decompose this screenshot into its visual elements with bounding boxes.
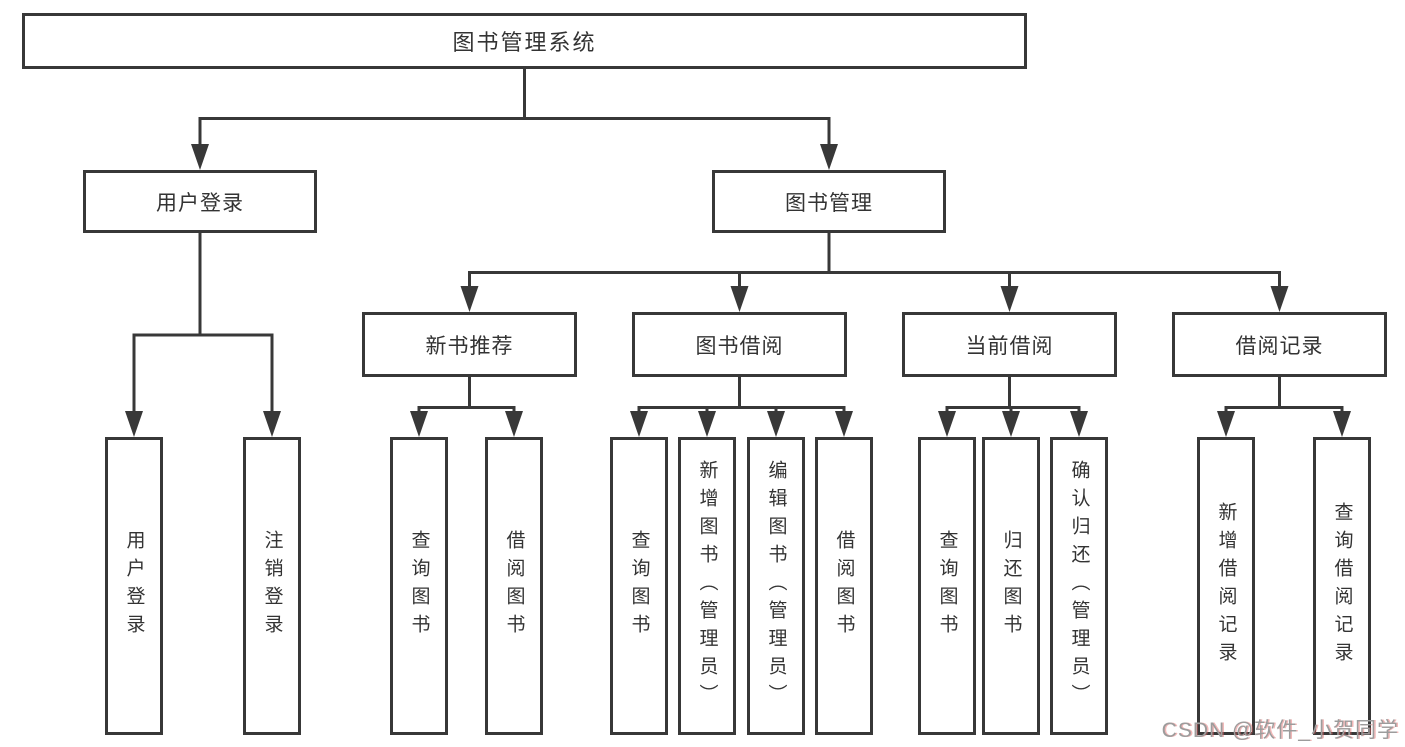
arrowhead-down-icon xyxy=(125,411,143,437)
node-borrow-records: 借阅记录 xyxy=(1172,312,1387,377)
node-leaf-add-borrow-record: 新增借阅记录 xyxy=(1197,437,1255,735)
node-label: 归还图书 xyxy=(1000,530,1022,642)
arrowhead-down-icon xyxy=(263,411,281,437)
node-current-borrow: 当前借阅 xyxy=(902,312,1117,377)
arrowhead-down-icon xyxy=(820,144,838,170)
line-bus xyxy=(198,117,831,145)
node-label: 编辑图书（管理员） xyxy=(765,460,787,712)
line-bus xyxy=(417,406,516,412)
node-label: 图书借阅 xyxy=(695,334,784,358)
node-leaf-borrow-books: 借阅图书 xyxy=(815,437,873,735)
node-label: 查询图书 xyxy=(628,530,650,642)
line-bus xyxy=(468,271,1281,287)
arrowhead-down-icon xyxy=(191,144,209,170)
node-leaf-query-books-borrow: 查询图书 xyxy=(610,437,668,735)
node-leaf-query-borrow-record: 查询借阅记录 xyxy=(1313,437,1371,735)
node-label: 借阅图书 xyxy=(503,530,525,642)
arrowhead-down-icon xyxy=(767,411,785,437)
node-label: 借阅图书 xyxy=(833,530,855,642)
arrowhead-down-icon xyxy=(835,411,853,437)
node-leaf-query-books-recommend: 查询图书 xyxy=(390,437,448,735)
node-leaf-return-books: 归还图书 xyxy=(982,437,1040,735)
node-label: 当前借阅 xyxy=(965,334,1054,358)
node-user-login: 用户登录 xyxy=(83,170,317,233)
node-label: 查询图书 xyxy=(936,530,958,642)
node-label: 新增借阅记录 xyxy=(1215,502,1237,670)
node-label: 确认归还（管理员） xyxy=(1068,460,1090,712)
connector-book-management-children xyxy=(460,233,1289,312)
node-leaf-add-books-admin: 新增图书（管理员） xyxy=(678,437,736,735)
line-bus xyxy=(637,406,846,412)
connector-user-login-children xyxy=(125,233,281,437)
arrowhead-down-icon xyxy=(410,411,428,437)
node-new-book-recommend: 新书推荐 xyxy=(362,312,577,377)
arrowhead-down-icon xyxy=(1270,286,1289,312)
node-book-management: 图书管理 xyxy=(712,170,946,233)
node-book-borrow: 图书借阅 xyxy=(632,312,847,377)
node-label: 新增图书（管理员） xyxy=(696,460,718,712)
arrowhead-down-icon xyxy=(698,411,716,437)
arrowhead-down-icon xyxy=(505,411,523,437)
node-label: 新书推荐 xyxy=(425,334,514,358)
arrowhead-down-icon xyxy=(1070,411,1088,437)
connector-root-to-level2 xyxy=(191,69,838,170)
arrowhead-down-icon xyxy=(1217,411,1235,437)
arrowhead-down-icon xyxy=(938,411,956,437)
node-root-library-system: 图书管理系统 xyxy=(22,13,1027,69)
line-bus xyxy=(945,406,1081,412)
arrowhead-down-icon xyxy=(630,411,648,437)
connector-current-borrow-children xyxy=(938,377,1088,437)
arrowhead-down-icon xyxy=(1000,286,1019,312)
node-label: 图书管理 xyxy=(785,191,873,215)
line-bus xyxy=(1224,406,1344,412)
node-leaf-edit-books-admin: 编辑图书（管理员） xyxy=(747,437,805,735)
node-leaf-query-books-current: 查询图书 xyxy=(918,437,976,735)
node-leaf-borrow-books-recommend: 借阅图书 xyxy=(485,437,543,735)
node-label: 查询借阅记录 xyxy=(1331,502,1353,670)
connector-new-book-recommend-children xyxy=(410,377,523,437)
line-bus xyxy=(132,333,274,412)
node-leaf-user-login: 用户登录 xyxy=(105,437,163,735)
node-label: 图书管理系统 xyxy=(452,30,597,55)
arrowhead-down-icon xyxy=(1333,411,1351,437)
node-label: 注销登录 xyxy=(261,530,283,642)
node-label: 查询图书 xyxy=(408,530,430,642)
node-label: 用户登录 xyxy=(123,530,145,642)
node-leaf-confirm-return-admin: 确认归还（管理员） xyxy=(1050,437,1108,735)
arrowhead-down-icon xyxy=(1002,411,1020,437)
node-label: 用户登录 xyxy=(156,191,244,215)
node-leaf-logout: 注销登录 xyxy=(243,437,301,735)
connector-borrow-records-children xyxy=(1217,377,1351,437)
node-label: 借阅记录 xyxy=(1235,334,1324,358)
connector-book-borrow-children xyxy=(630,377,853,437)
arrowhead-down-icon xyxy=(460,286,479,312)
csdn-watermark: CSDN @软件_小贺同学 xyxy=(1161,719,1399,742)
arrowhead-down-icon xyxy=(730,286,749,312)
